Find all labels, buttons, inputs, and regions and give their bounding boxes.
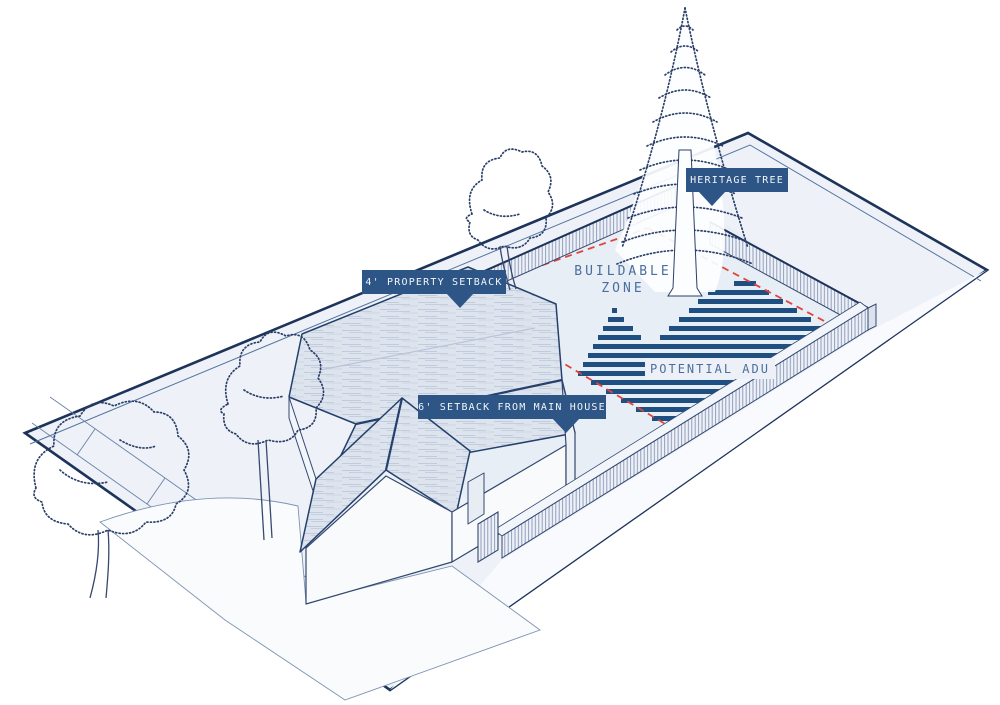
gate [477, 511, 499, 563]
roof-seam [319, 327, 536, 371]
heritage-tree-trunk [667, 149, 703, 297]
tree-back [465, 148, 554, 291]
potential-adu-label: POTENTIAL ADU [645, 358, 775, 379]
buildable-zone-line2: ZONE [601, 281, 645, 296]
side-yard-strip [390, 270, 987, 690]
roof-wing-ridge [384, 397, 404, 471]
buildable-zone-label: BUILDABLE ZONE [558, 263, 688, 297]
heritage-tree-badge: HERITAGE TREE [686, 168, 788, 192]
heritage-tree [615, 6, 754, 297]
buildable-zone-line1: BUILDABLE [574, 264, 672, 279]
property-setback-badge: 4' PROPERTY SETBACK [362, 270, 506, 294]
tree-front-left [33, 400, 190, 599]
lot-inner-line [29, 144, 982, 445]
house-setback-badge: 6' SETBACK FROM MAIN HOUSE [418, 395, 606, 419]
tree-mid-left [219, 331, 325, 541]
house-door [467, 472, 485, 525]
